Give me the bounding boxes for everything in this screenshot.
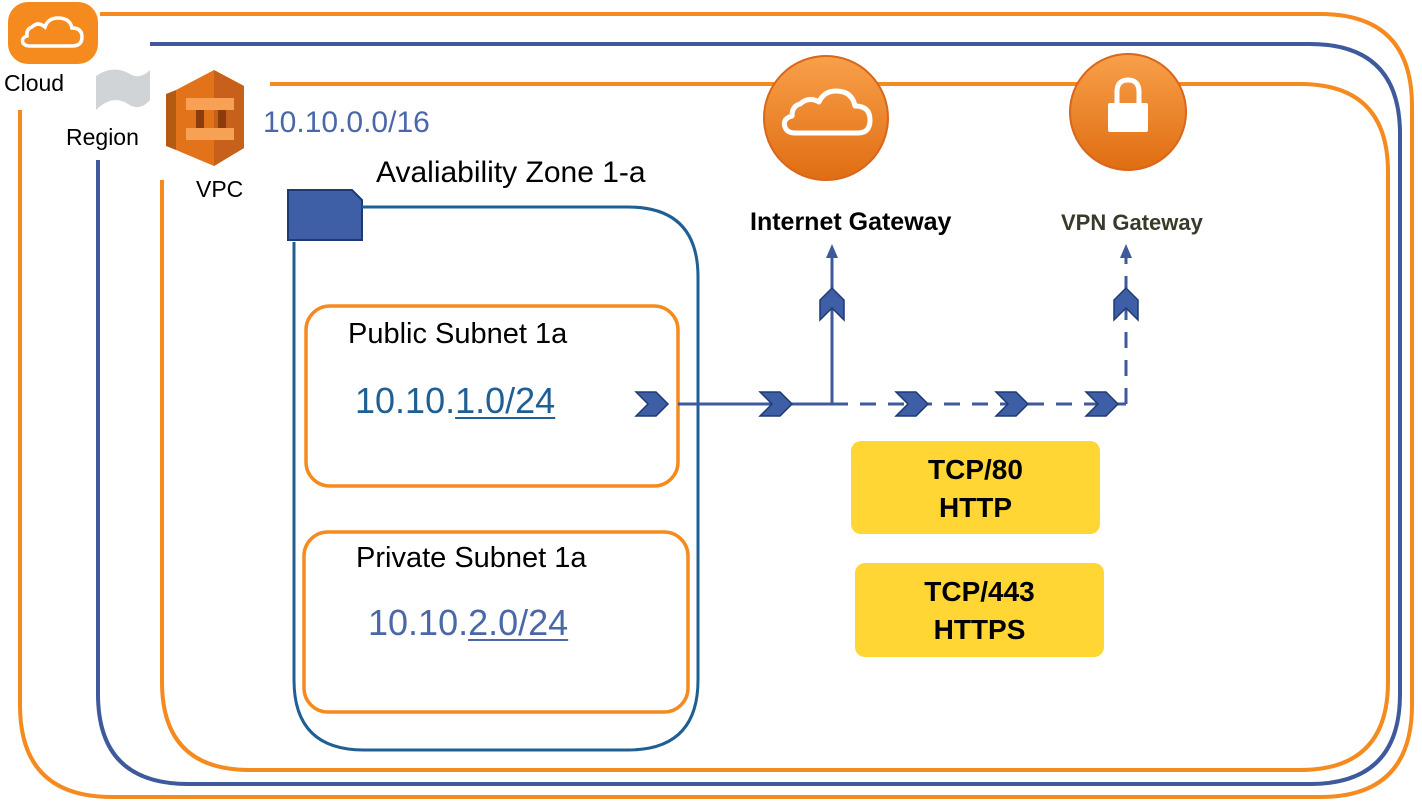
route-chevron [1084,391,1120,417]
public-cidr-suffix: 1.0/24 [455,380,556,421]
route-chevron [894,391,930,417]
vpn-gateway-label: VPN Gateway [1061,210,1203,235]
public-subnet-cidr: 10.10.1.0/24 [355,380,555,422]
az-flag-icon [287,189,363,241]
http-service: HTTP [938,492,1013,523]
vpn-up-chevron [1113,286,1139,322]
lock-icon [1069,53,1187,171]
cloud-boundary [18,12,1414,799]
flag-icon [96,69,150,110]
public-subnet-label: Public Subnet 1a [348,318,568,350]
private-cidr-suffix: 2.0/24 [468,602,569,643]
http-port-badge: TCP/80 HTTP [851,441,1100,534]
private-subnet-label: Private Subnet 1a [356,542,587,574]
https-service: HTTPS [933,614,1026,645]
vpc-label: VPC [196,176,244,202]
https-protocol: TCP/443 [924,576,1035,607]
availability-zone-box [292,205,700,752]
vpc-icon [166,70,244,166]
vpc-cidr: 10.10.0.0/16 [263,106,430,139]
http-protocol: TCP/80 [928,454,1023,485]
vpc-boundary [160,82,1390,772]
route-chevron [994,391,1030,417]
private-subnet-box [302,530,690,714]
vpn-arrowhead [1120,244,1132,258]
availability-zone-label: Avaliability Zone 1-a [376,156,646,189]
cloud-icon [8,2,98,64]
internet-gateway-label: Internet Gateway [750,208,952,236]
region-boundary [96,42,1402,786]
route-chevron [758,391,794,417]
igw-arrowhead [826,244,838,258]
cloud-label: Cloud [4,70,65,96]
private-subnet-cidr: 10.10.2.0/24 [368,602,568,644]
public-subnet-box [304,304,680,488]
internet-gateway-icon [763,55,889,181]
region-label: Region [66,124,139,150]
private-cidr-prefix: 10.10. [368,602,469,643]
https-port-badge: TCP/443 HTTPS [855,563,1104,657]
route-chevron [634,391,670,417]
public-cidr-prefix: 10.10. [355,380,456,421]
igw-up-chevron [819,286,845,322]
